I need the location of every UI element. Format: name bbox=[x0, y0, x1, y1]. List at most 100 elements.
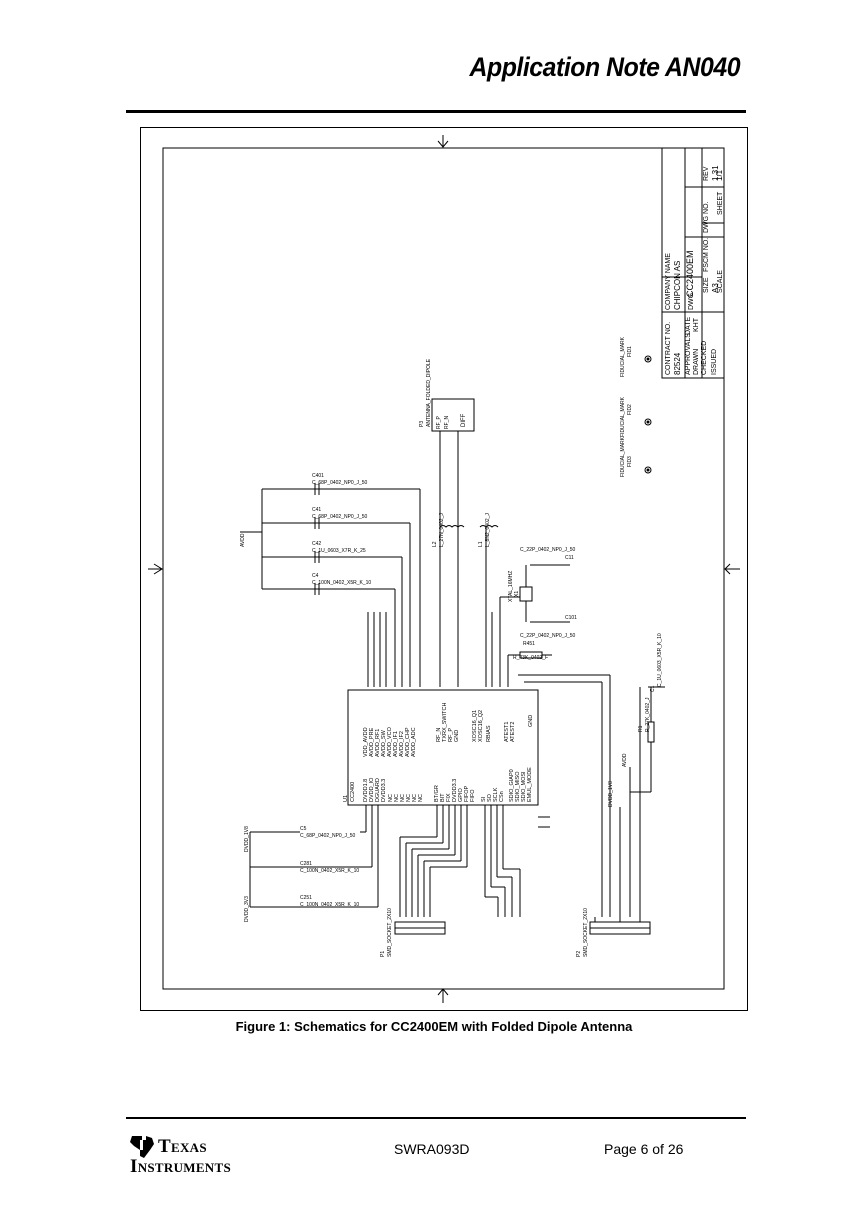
c251-part: C_100N_0402_X5R_K_10 bbox=[300, 902, 359, 908]
u1-pin-l7: AVDD_CHP bbox=[405, 727, 411, 757]
p3-ref: P3 bbox=[419, 421, 425, 427]
tb-sheet: 1/1 bbox=[715, 169, 724, 181]
tb-approvals-label: APPROVALS bbox=[685, 333, 692, 375]
u1-pin-b0: DVDD1.8 bbox=[363, 779, 369, 802]
u1-pin-l4: AVDD_VCO bbox=[387, 726, 393, 757]
c251-ref: C251 bbox=[300, 895, 312, 901]
tb-scale-label: SCALE bbox=[717, 270, 724, 293]
c41-part: C_68P_0402_NP0_J_50 bbox=[312, 514, 368, 520]
r1-ref: R1 bbox=[638, 725, 644, 732]
u1-pin-br9: EMUL_MODE bbox=[527, 767, 533, 802]
u1-pin-b8: NC bbox=[412, 794, 418, 802]
u1-pin-rf1: TXRX_SWITCH bbox=[442, 703, 448, 742]
antenna-p3 bbox=[431, 398, 475, 687]
title-block bbox=[661, 147, 725, 379]
p1-part: SMD_SOCKET_2X10 bbox=[387, 908, 393, 957]
schematic-figure: COMPANY NAME CHIPCON AS DWG CC2400EM CON… bbox=[140, 127, 748, 1011]
tb-drawn-by: KHT bbox=[693, 317, 700, 332]
u1-pin-m4: GPIO bbox=[458, 788, 464, 802]
tb-size-label: SIZE bbox=[703, 277, 710, 293]
ti-logo-line1: Texas bbox=[158, 1136, 207, 1157]
tb-company-name: CHIPCON AS bbox=[673, 261, 682, 310]
tb-checked-label: CHECKED bbox=[701, 341, 708, 375]
c11-ref: C11 bbox=[565, 555, 574, 561]
c41-ref: C41 bbox=[312, 507, 321, 513]
fid-mark-label-3: FIDUCIAL_MARK bbox=[620, 436, 626, 477]
inductors bbox=[439, 525, 499, 687]
x1-part: XTAL_16MHZ bbox=[508, 571, 514, 602]
connector-bus bbox=[249, 687, 651, 935]
p3-part: ANTENNA_FOLDED_DIPOLE bbox=[426, 358, 432, 427]
page-number: Page 6 of 26 bbox=[604, 1141, 684, 1157]
tb-issued-label: ISSUED bbox=[711, 349, 718, 375]
l2-part: L_27N_0402_J bbox=[439, 513, 445, 547]
c101-ref: C101 bbox=[565, 615, 577, 621]
c1-ref: C1 bbox=[650, 685, 656, 692]
u1-pin-b6: NC bbox=[400, 794, 406, 802]
u1-pin-l1: AVDD_PRE bbox=[369, 727, 375, 757]
c281-part: C_100N_0402_X5R_K_10 bbox=[300, 868, 359, 874]
u1-pin-rf2: RF_P bbox=[448, 728, 454, 742]
fid-mark-label-1: FIDUCIAL_MARK bbox=[620, 336, 626, 377]
c42-ref: C42 bbox=[312, 541, 321, 547]
avdd-label-2: AVDD bbox=[622, 753, 628, 767]
u1-pin-r5: GND bbox=[528, 715, 534, 727]
u1-pin-b7: NC bbox=[406, 794, 412, 802]
tb-contract-no: 82524 bbox=[673, 352, 682, 375]
u1-pin-l8: AVDD_ADC bbox=[411, 727, 417, 757]
tb-contract-label: CONTRACT NO. bbox=[665, 322, 672, 375]
fid2-label: FID2 bbox=[627, 404, 633, 415]
p3-rf-p: RF_P bbox=[436, 416, 442, 429]
header-divider bbox=[126, 110, 746, 113]
r451-part: R_43K_0402_F bbox=[513, 655, 548, 661]
ti-state-icon bbox=[130, 1136, 154, 1158]
u1-pin-rf3: GND bbox=[454, 730, 460, 742]
x1-ref: X1 bbox=[514, 591, 520, 597]
c1-part: C_1U_0603_X5R_K_10 bbox=[657, 633, 663, 687]
l1-part: L_8N2_0402_J bbox=[485, 513, 491, 547]
fid-mark-label-2: FIDUCIAL_MARK bbox=[620, 396, 626, 437]
u1-pin-m3: DVDD3.3 bbox=[452, 779, 458, 802]
tb-drawn-label: DRAWN bbox=[693, 349, 700, 375]
c5-ref: C5 bbox=[300, 826, 307, 832]
r451-ref: R451 bbox=[523, 641, 535, 647]
l1-ref: L1 bbox=[478, 541, 484, 547]
fiducials bbox=[644, 355, 652, 474]
u1-pin-m0: BT/GR bbox=[434, 785, 440, 802]
u1-pin-b1: DVDD_IO bbox=[369, 777, 375, 802]
c5-part: C_68P_0402_NP0_J_50 bbox=[300, 833, 356, 839]
p2-ref: P2 bbox=[576, 951, 582, 957]
c281-ref: C281 bbox=[300, 861, 312, 867]
c401-part: C_68P_0402_NP0_J_50 bbox=[312, 480, 368, 486]
u1-pin-b4: NC bbox=[388, 794, 394, 802]
u1-pin-br1: SO bbox=[487, 793, 493, 802]
u1-pin-r1: XOSC16_Q2 bbox=[478, 710, 484, 742]
c42-part: C_1U_0603_X7R_K_25 bbox=[312, 548, 366, 554]
u1-pin-r0: XOSC16_Q1 bbox=[472, 710, 478, 742]
c11-part: C_22P_0402_NP0_J_50 bbox=[520, 547, 576, 553]
fid3-label: FID3 bbox=[627, 456, 633, 467]
u1-pin-m2: FIX bbox=[446, 793, 452, 802]
tb-rev: 1.31 bbox=[711, 165, 720, 181]
u1-pin-b9: NC bbox=[418, 794, 424, 802]
u1-pin-br7: SDIO_MISO bbox=[515, 771, 521, 802]
u1-pin-br6: SDIO_GIAP0 bbox=[509, 769, 515, 802]
tb-rev-label: REV bbox=[703, 166, 710, 181]
tb-dwg-no-label: DWG NO. bbox=[703, 201, 710, 233]
u1-pin-rf0: RF_N bbox=[436, 728, 442, 742]
tb-size: A3 bbox=[711, 283, 720, 293]
c4-part: C_100N_0402_X5R_K_10 bbox=[312, 580, 371, 586]
ti-logo: Texas Instruments bbox=[128, 1134, 263, 1182]
u1-pin-l5: AVDD_IF1 bbox=[393, 731, 399, 757]
frame-arrows bbox=[148, 135, 740, 1003]
u1-pin-b5: NC bbox=[394, 794, 400, 802]
l2-ref: L2 bbox=[432, 541, 438, 547]
u1-pin-br2: SCLK bbox=[493, 787, 499, 802]
p2-part: SMD_SOCKET_2X10 bbox=[583, 908, 589, 957]
footer-divider bbox=[126, 1117, 746, 1119]
fid1-label: FID1 bbox=[627, 346, 633, 357]
r1-part: R_27K_0402_J bbox=[645, 697, 651, 732]
c401-ref: C401 bbox=[312, 473, 324, 479]
dvdd-1v8-label-2: DVDD_1V8 bbox=[608, 781, 614, 807]
tb-date-label: DATE bbox=[685, 317, 692, 335]
